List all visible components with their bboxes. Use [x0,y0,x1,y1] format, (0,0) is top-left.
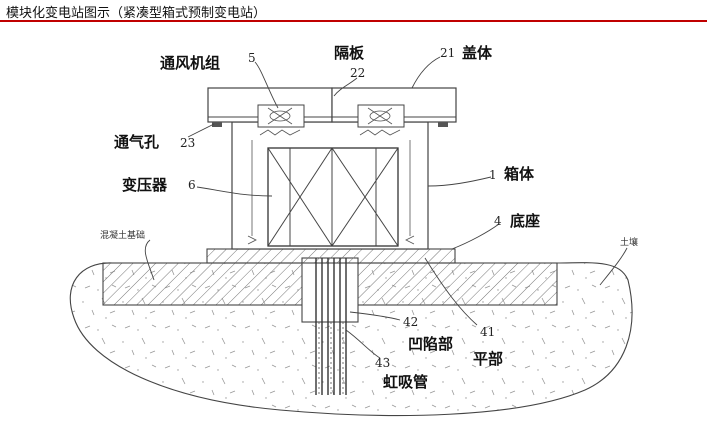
vent-zig-left [259,129,301,136]
label-partition: 隔板 [334,44,365,62]
label-box: 箱体 [504,165,535,183]
recess-cut [301,257,359,323]
label-flat-part: 平部 [473,350,503,368]
fan-left [257,104,305,128]
label-concrete-foundation: 混凝土基础 [100,229,145,241]
page-title: 模块化变电站图示（紧凑型箱式预制变电站） [6,6,267,21]
base-plate [206,248,456,264]
num-5: 5 [248,51,256,65]
label-siphon-pipe: 虹吸管 [383,373,428,391]
vent-hole-right [438,122,448,127]
num-41: 41 [480,325,495,339]
side-zig-left [247,235,257,245]
fan-right [357,104,405,128]
num-4: 4 [494,214,502,228]
num-43: 43 [375,356,390,370]
label-base: 底座 [510,212,540,230]
label-recess: 凹陷部 [408,335,453,353]
leader-lines [144,56,628,359]
label-soil: 土壤 [620,236,638,248]
vent-zig-right [359,129,401,136]
header: 模块化变电站图示（紧凑型箱式预制变电站） [0,0,707,22]
num-22: 22 [350,66,365,80]
vent-hole-left [212,122,222,127]
header-rule [0,20,707,22]
label-vent-hole: 通气孔 [114,133,159,151]
label-transformer: 变压器 [122,176,168,194]
num-23: 23 [180,136,195,150]
num-21: 21 [440,46,455,60]
num-6: 6 [188,178,196,192]
transformer-block [267,147,399,247]
side-zig-right [405,235,415,245]
num-1: 1 [489,168,497,182]
label-ventilation-unit: 通风机组 [160,54,220,72]
num-42: 42 [403,315,418,329]
label-cover: 盖体 [462,44,493,62]
siphon-pipes [315,258,347,395]
